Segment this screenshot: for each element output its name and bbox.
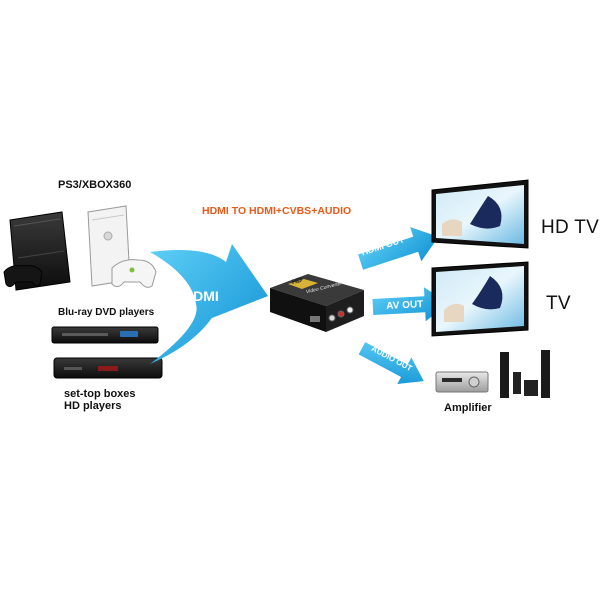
stb-label-line1: set-top boxes [64, 388, 136, 400]
tv-label: TV [546, 293, 571, 314]
hdmi-out-arrow [358, 227, 439, 270]
bluray-player-icon [51, 326, 159, 344]
hdmi-input-label: HDMI [183, 288, 219, 304]
amplifier-label: Amplifier [444, 402, 492, 414]
console-label: PS3/XBOX360 [58, 179, 132, 191]
set-top-box-icon [53, 357, 163, 379]
xbox-controller-icon [111, 259, 157, 288]
hdtv-label: HD TV [541, 217, 600, 238]
av-out-label: AV OUT [386, 299, 424, 312]
bluray-label: Blu-ray DVD players [58, 307, 155, 318]
tv-icon [431, 261, 529, 337]
ps3-controller-icon [3, 265, 43, 288]
diagram-title: HDMI TO HDMI+CVBS+AUDIO [202, 205, 352, 217]
audio-out-arrow [358, 342, 424, 385]
hdmi-converter-device [270, 274, 364, 332]
speakers-icon [500, 350, 550, 398]
stb-label-line2: HD players [64, 400, 122, 412]
av-out-arrow [372, 287, 449, 322]
hdmi-input-arrow [150, 244, 268, 364]
amplifier-icon [435, 371, 489, 393]
hdtv-icon [431, 179, 529, 249]
